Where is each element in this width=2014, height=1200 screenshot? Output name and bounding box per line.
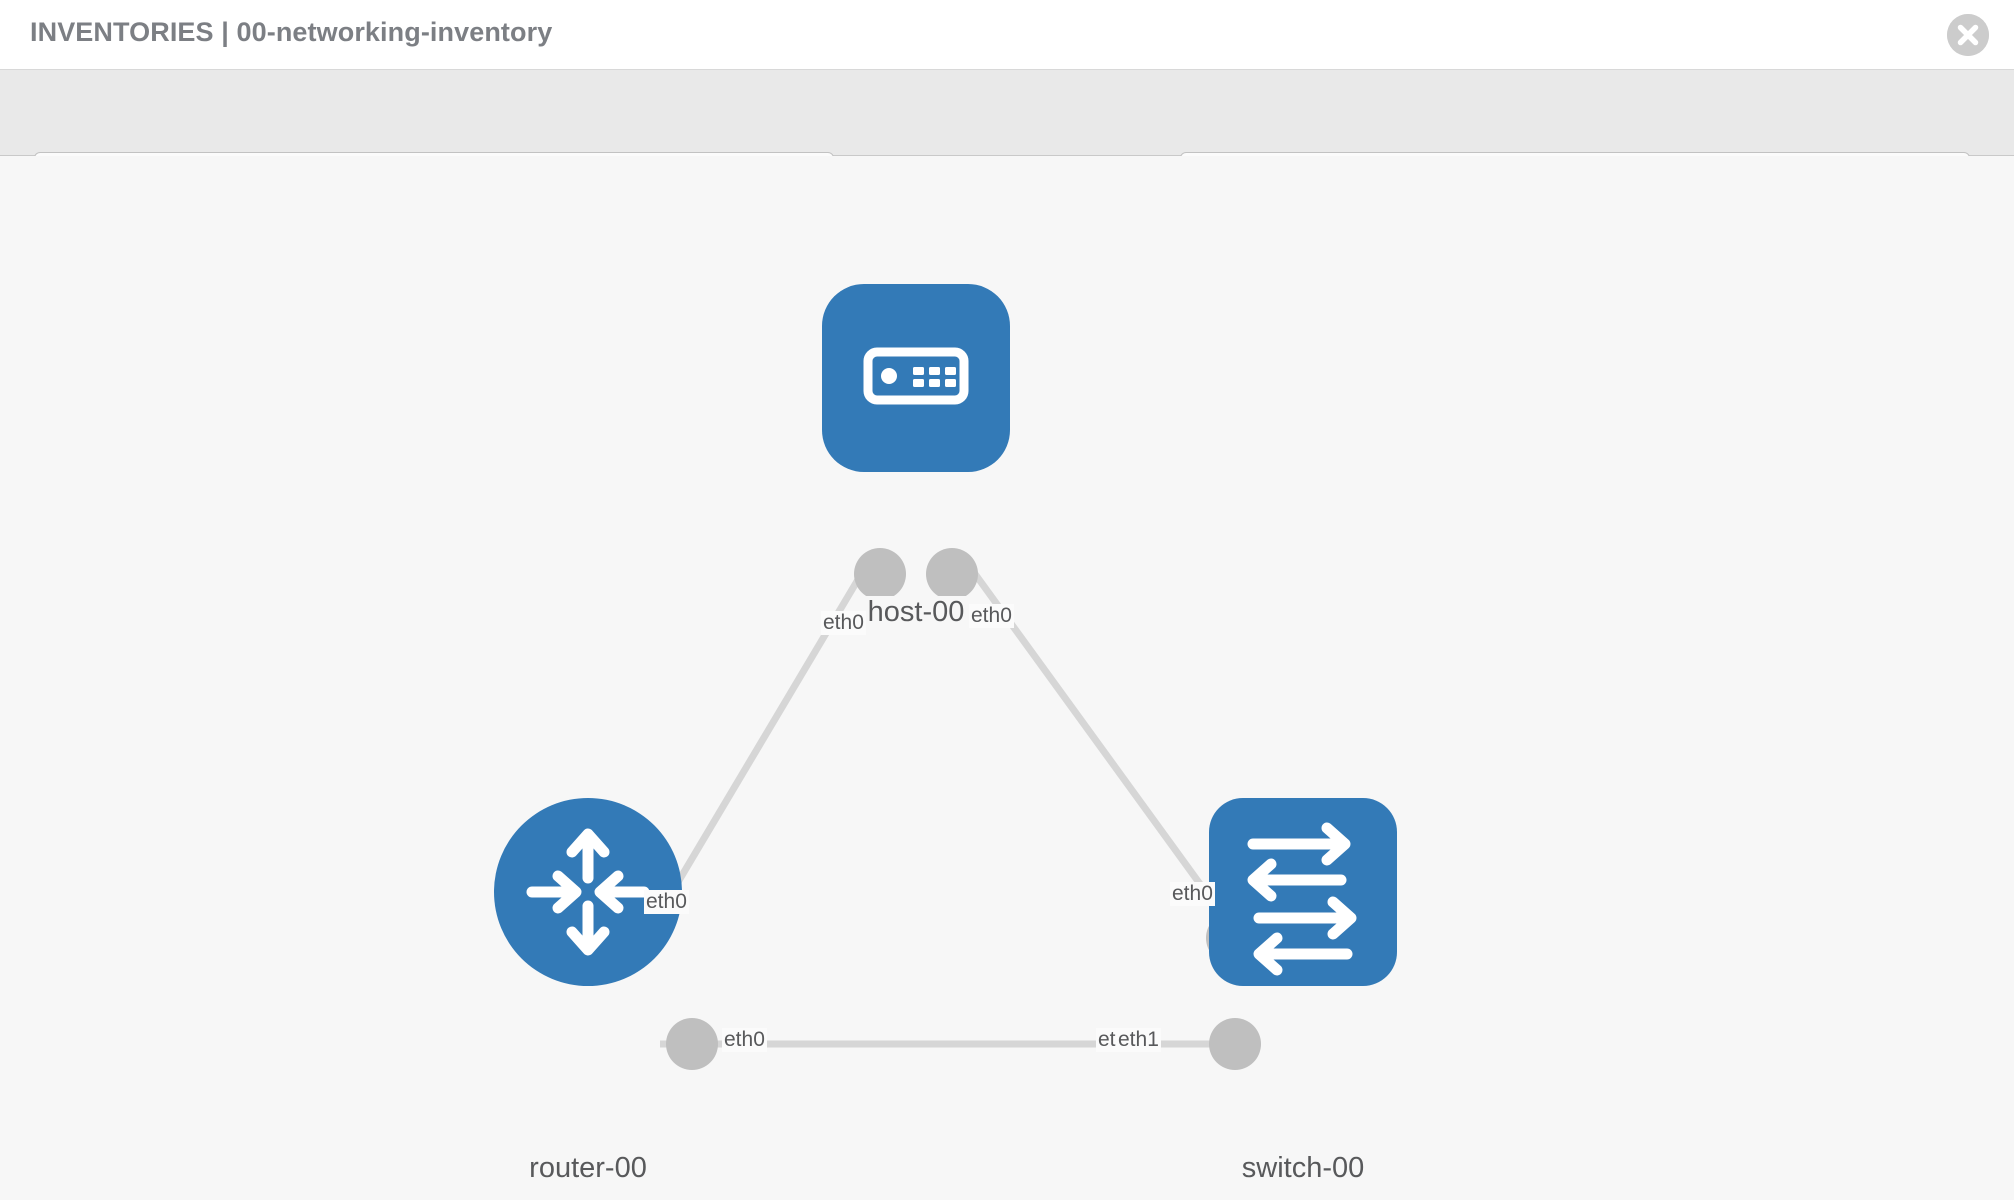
page-title: INVENTORIES | 00-networking-inventory [30, 17, 553, 47]
interface-label-switch-router: eth1 [1116, 1028, 1161, 1052]
interface-label-host-switch: eth0 [969, 604, 1014, 628]
topology-canvas[interactable]: host-00 router-00 switch-00 eth0 eth0 et… [0, 156, 2014, 1200]
close-icon[interactable] [1947, 14, 1989, 56]
server-icon [863, 347, 969, 405]
interface-label-host-router: eth0 [821, 611, 866, 635]
interface-label-router-host: eth0 [644, 890, 689, 914]
node-router-00 [494, 798, 682, 986]
interface-label-switch-host: eth0 [1170, 882, 1215, 906]
toolbar: ACTIONS SEARCH [0, 70, 2014, 204]
interface-label-router-switch: eth0 [722, 1028, 767, 1052]
switch-arrows-icon [1247, 822, 1357, 976]
router-arrows-icon [526, 828, 650, 956]
node-label-host-00: host-00 [864, 596, 968, 629]
topology-graph [494, 284, 1397, 1070]
node-host-00 [822, 284, 1010, 472]
page-header: INVENTORIES | 00-networking-inventory [0, 0, 2014, 70]
node-switch-00 [1209, 798, 1397, 986]
node-label-switch-00: switch-00 [1238, 1152, 1368, 1185]
node-label-router-00: router-00 [526, 1152, 650, 1185]
